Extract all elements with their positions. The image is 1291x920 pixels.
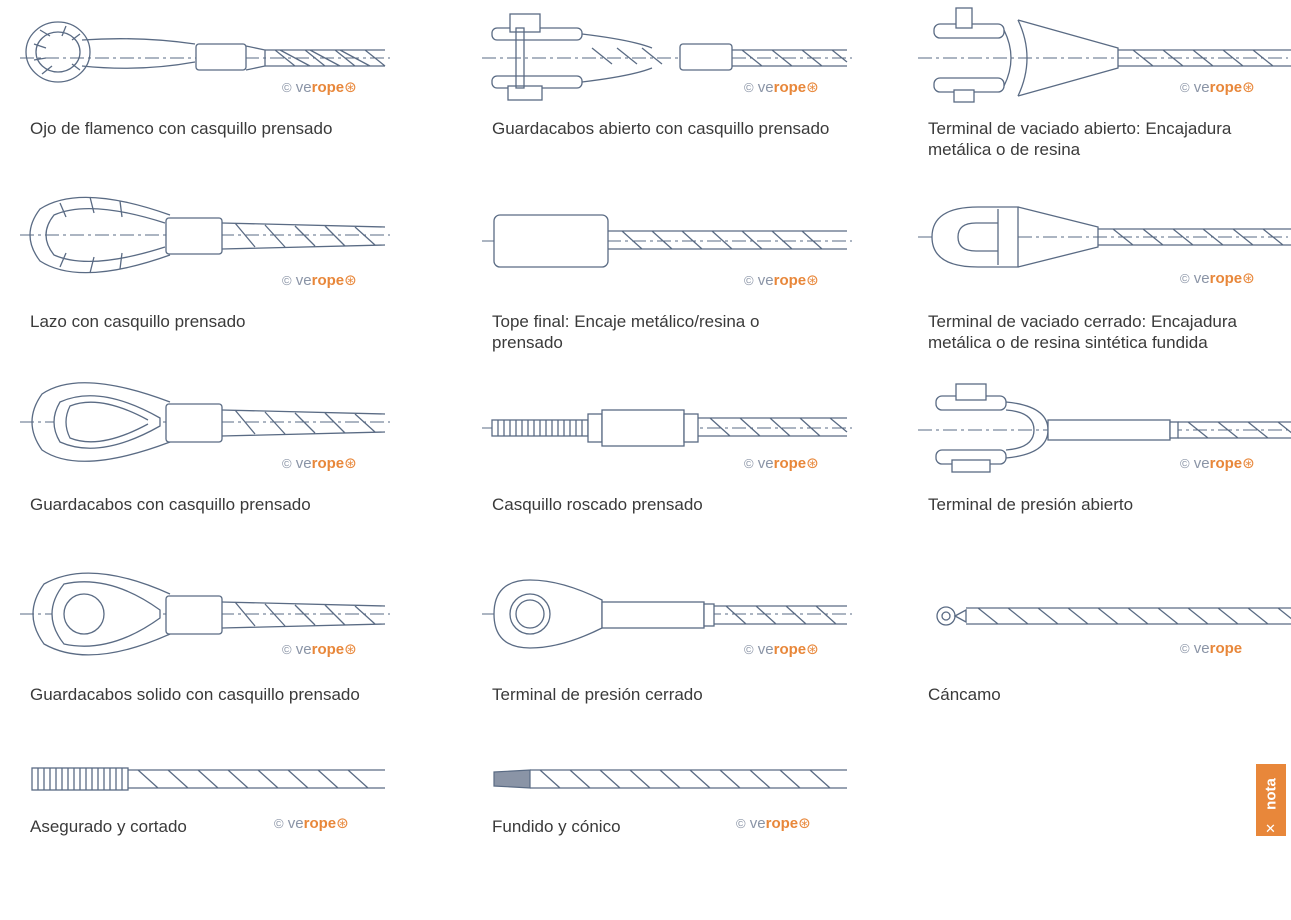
- item-soft-eye: © verope⊛ Lazo con casquillo prensado: [20, 185, 440, 345]
- item-fused-tapered: © verope⊛ Fundido y cónico: [482, 760, 902, 920]
- verope-logo: © verope⊛: [744, 455, 819, 472]
- item-caption: Terminal de vaciado abierto: Encajadura …: [928, 119, 1232, 159]
- item-caption: Terminal de vaciado cerrado: Encajadura …: [928, 312, 1238, 352]
- item-caption: Guardacabos solido con casquillo prensad…: [30, 685, 360, 704]
- open-spelter-socket-icon: [918, 7, 1291, 103]
- item-caption: Terminal de presión abierto: [928, 495, 1134, 514]
- item-caption: Terminal de presión cerrado: [492, 685, 703, 704]
- verope-logo: © verope⊛: [744, 272, 819, 289]
- item-solid-thimble: © verope⊛ Guardacabos solido con casquil…: [20, 566, 440, 726]
- verope-logo: © verope: [1180, 640, 1243, 657]
- item-closed-spelter: © verope⊛ Terminal de vaciado cerrado: E…: [918, 185, 1291, 352]
- verope-logo: © verope⊛: [1180, 270, 1255, 287]
- item-thimble: © verope⊛ Guardacabos con casquillo pren…: [20, 372, 440, 532]
- close-icon: ✕: [1265, 821, 1276, 836]
- open-thimble-ferrule-icon: [482, 13, 852, 101]
- item-caption: Fundido y cónico: [492, 817, 621, 836]
- soft-eye-ferrule-icon: [20, 196, 390, 274]
- eyelet-icon: [936, 606, 1291, 626]
- item-open-swage: © verope⊛ Terminal de presión abierto: [918, 372, 1291, 532]
- solid-thimble-ferrule-icon: [20, 572, 390, 656]
- swage-eye-icon: [482, 579, 852, 649]
- closed-spelter-socket-icon: [918, 206, 1291, 268]
- item-seized-cut: © verope⊛ Asegurado y cortado: [20, 760, 440, 920]
- item-open-thimble: © verope⊛ Guardacabos abierto con casqui…: [482, 0, 902, 160]
- item-caption: Lazo con casquillo prensado: [30, 312, 246, 331]
- nota-tab-label: nota: [1262, 778, 1280, 810]
- verope-logo: © verope⊛: [744, 79, 819, 96]
- fused-tapered-end-icon: [493, 769, 847, 789]
- end-stop-icon: [482, 214, 852, 268]
- verope-logo: © verope⊛: [274, 815, 349, 832]
- item-caption: Cáncamo: [928, 685, 1001, 704]
- item-open-spelter: © verope⊛ Terminal de vaciado abierto: E…: [918, 0, 1291, 160]
- item-caption: Guardacabos abierto con casquillo prensa…: [492, 119, 830, 138]
- item-caption: Ojo de flamenco con casquillo prensado: [30, 119, 333, 138]
- item-caption: Tope final: Encaje metálico/resina o pre…: [492, 312, 760, 352]
- verope-logo: © verope⊛: [736, 815, 811, 832]
- item-flemish-eye: © verope⊛ Ojo de flamenco con casquillo …: [20, 0, 440, 160]
- flemish-eye-ferrule-icon: [20, 21, 390, 83]
- item-swage-eye: © verope⊛ Terminal de presión cerrado: [482, 566, 902, 726]
- verope-logo: © verope⊛: [744, 641, 819, 658]
- seized-cut-end-icon: [31, 767, 385, 791]
- thimble-ferrule-icon: [20, 382, 390, 462]
- nota-tab[interactable]: nota: [1256, 764, 1286, 824]
- verope-logo: © verope⊛: [1180, 79, 1255, 96]
- verope-logo: © verope⊛: [282, 272, 357, 289]
- threaded-stud-icon: [482, 409, 852, 447]
- verope-logo: © verope⊛: [282, 455, 357, 472]
- item-caption: Asegurado y cortado: [30, 817, 187, 836]
- item-threaded: © verope⊛ Casquillo roscado prensado: [482, 372, 902, 532]
- verope-logo: © verope⊛: [282, 641, 357, 658]
- verope-logo: © verope⊛: [1180, 455, 1255, 472]
- item-caption: Casquillo roscado prensado: [492, 495, 703, 514]
- open-swage-fork-icon: [918, 383, 1291, 473]
- nota-tab-close[interactable]: ✕: [1256, 821, 1286, 836]
- item-end-stop: © verope⊛ Tope final: Encaje metálico/re…: [482, 185, 902, 352]
- verope-logo: © verope⊛: [282, 79, 357, 96]
- item-eyelet: © verope Cáncamo: [918, 566, 1291, 726]
- item-caption: Guardacabos con casquillo prensado: [30, 495, 311, 514]
